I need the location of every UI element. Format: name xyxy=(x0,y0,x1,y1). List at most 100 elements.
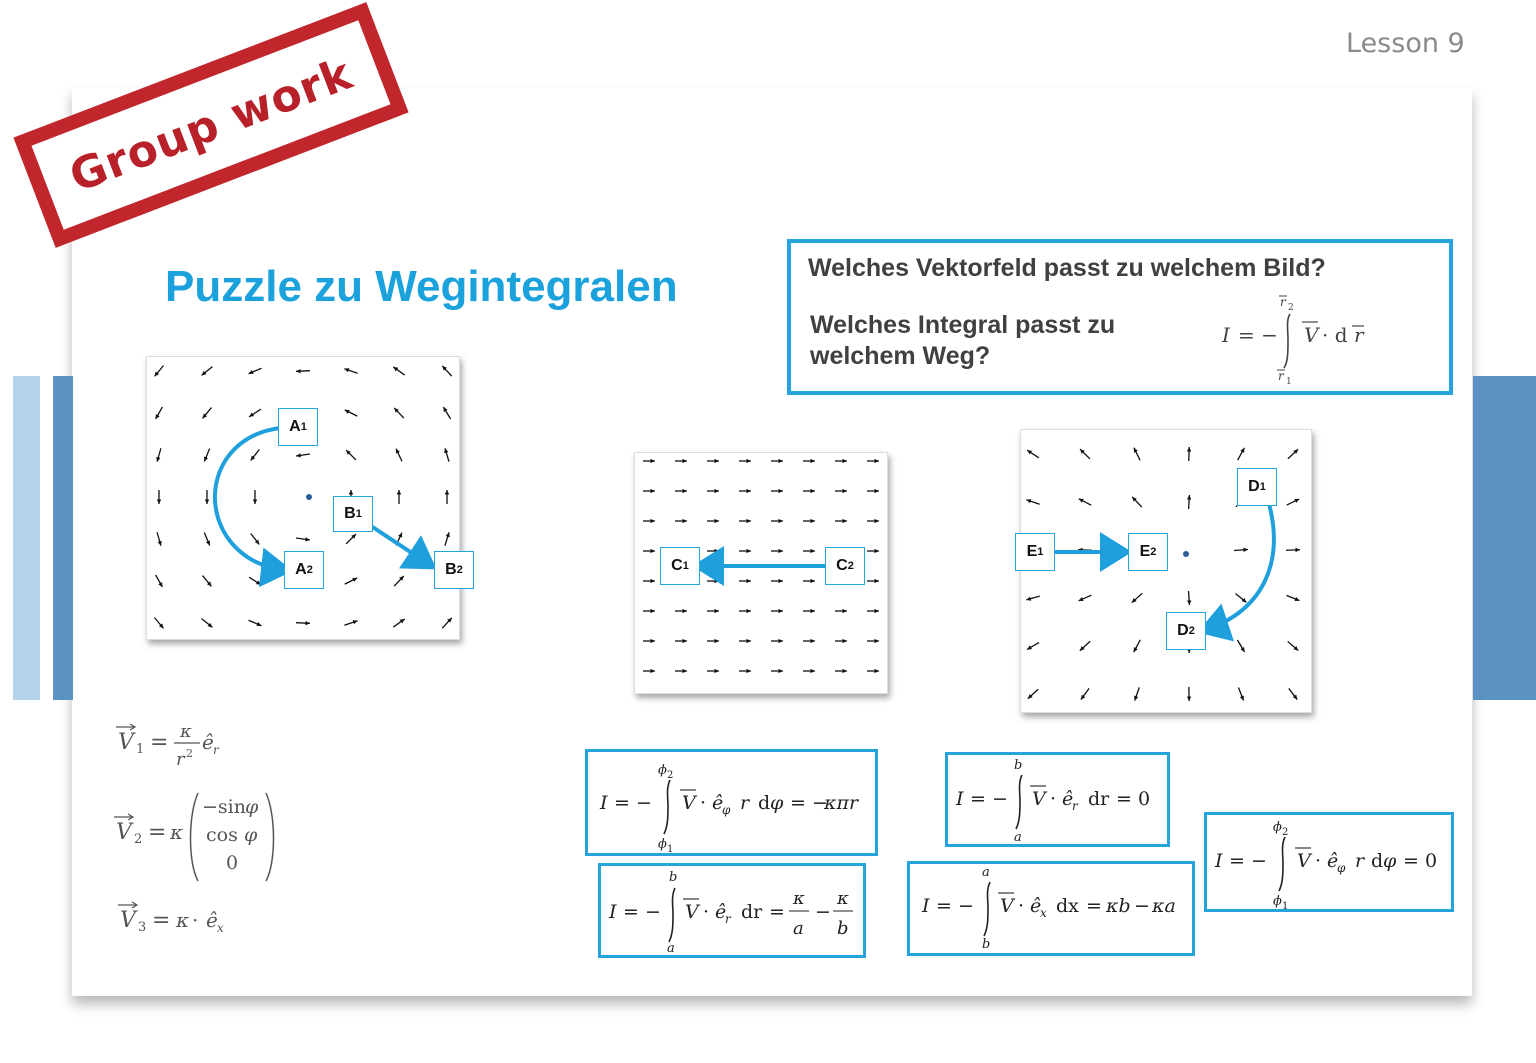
svg-text:1: 1 xyxy=(1286,377,1292,385)
field-center-dot xyxy=(306,494,312,500)
svg-text:2: 2 xyxy=(667,770,673,781)
field-arrow xyxy=(442,406,452,420)
integral-formula-4: I= − a b V · êx dx = κb − κa xyxy=(921,865,1176,952)
field-arrow xyxy=(803,518,815,524)
svg-text:φ: φ xyxy=(1337,861,1346,875)
svg-text:I: I xyxy=(1221,323,1231,347)
svg-text:x: x xyxy=(1040,906,1047,920)
field-arrow xyxy=(1078,498,1092,506)
field-arrow xyxy=(345,533,357,545)
field-arrow xyxy=(1186,446,1192,462)
svg-text:b: b xyxy=(1014,758,1022,773)
field-arrow xyxy=(707,458,719,464)
svg-text:=: = xyxy=(152,908,170,933)
field-arrow xyxy=(156,532,162,546)
field-arrow xyxy=(643,548,655,554)
field-arrow xyxy=(1187,590,1192,606)
field-arrow xyxy=(739,608,751,614)
svg-text:= 0: = 0 xyxy=(1116,788,1150,810)
svg-text:κa: κa xyxy=(1151,895,1176,917)
field-arrow xyxy=(707,518,719,524)
field-arrow xyxy=(835,668,847,674)
svg-text:ê: ê xyxy=(1327,850,1338,872)
svg-text:=: = xyxy=(150,730,168,755)
field-arrow xyxy=(344,368,358,374)
field-arrow xyxy=(396,490,402,504)
field-arrow xyxy=(1237,447,1245,461)
field-arrow xyxy=(202,407,212,419)
svg-text:1: 1 xyxy=(1282,901,1288,909)
field-arrow xyxy=(739,638,751,644)
path-a xyxy=(213,426,293,588)
svg-text:V: V xyxy=(120,908,138,933)
field-arrow xyxy=(803,638,815,644)
field-arrow xyxy=(392,618,406,628)
svg-text:ê: ê xyxy=(712,792,723,814)
svg-text:I: I xyxy=(608,901,617,923)
field-arrow xyxy=(739,668,751,674)
field-arrow xyxy=(835,488,847,494)
svg-text:= −: = − xyxy=(970,788,1008,810)
field-arrow xyxy=(1131,592,1143,604)
field-arrow xyxy=(1186,494,1192,510)
svg-text:1: 1 xyxy=(136,742,144,757)
svg-text:V: V xyxy=(682,792,698,814)
field-center-dot xyxy=(1183,551,1189,557)
field-arrow xyxy=(1078,594,1092,602)
svg-text:r: r xyxy=(213,743,220,757)
svg-text:0: 0 xyxy=(226,852,238,874)
svg-text:r: r xyxy=(1280,295,1287,309)
svg-text:r: r xyxy=(176,749,186,770)
svg-text:−: − xyxy=(1134,895,1150,917)
field-arrow xyxy=(707,488,719,494)
svg-text:ê: ê xyxy=(715,901,726,923)
field-arrow xyxy=(250,449,260,461)
svg-text:r: r xyxy=(1355,850,1366,872)
field-arrow xyxy=(867,458,879,464)
radial-vector-field xyxy=(1025,446,1301,702)
field-arrow xyxy=(739,578,751,584)
svg-text:r: r xyxy=(1278,369,1285,383)
field-arrow xyxy=(444,532,450,546)
field-arrow xyxy=(248,408,262,418)
svg-text:κ: κ xyxy=(792,888,805,909)
field-arrow xyxy=(771,458,783,464)
sidebar-bar-light xyxy=(13,376,40,700)
field-arrow xyxy=(803,608,815,614)
field-arrow xyxy=(201,366,213,376)
svg-text:b: b xyxy=(837,918,849,939)
path-d xyxy=(1197,499,1276,642)
svg-text:3: 3 xyxy=(138,920,146,935)
svg-text:ê: ê xyxy=(1030,895,1041,917)
field-arrow xyxy=(392,366,406,376)
svg-text:κ: κ xyxy=(169,820,183,844)
field-arrow xyxy=(803,458,815,464)
svg-text:−: − xyxy=(815,901,831,923)
field-arrow xyxy=(803,578,815,584)
svg-text:= 0: = 0 xyxy=(1403,850,1437,872)
svg-text:φ: φ xyxy=(245,796,259,818)
question-vector-field: Welches Vektorfeld passt zu welchem Bild… xyxy=(808,254,1326,282)
svg-text:d: d xyxy=(758,792,770,814)
field-arrow xyxy=(248,619,262,627)
sidebar-bar-dark xyxy=(53,376,73,700)
svg-text:2: 2 xyxy=(186,747,193,760)
